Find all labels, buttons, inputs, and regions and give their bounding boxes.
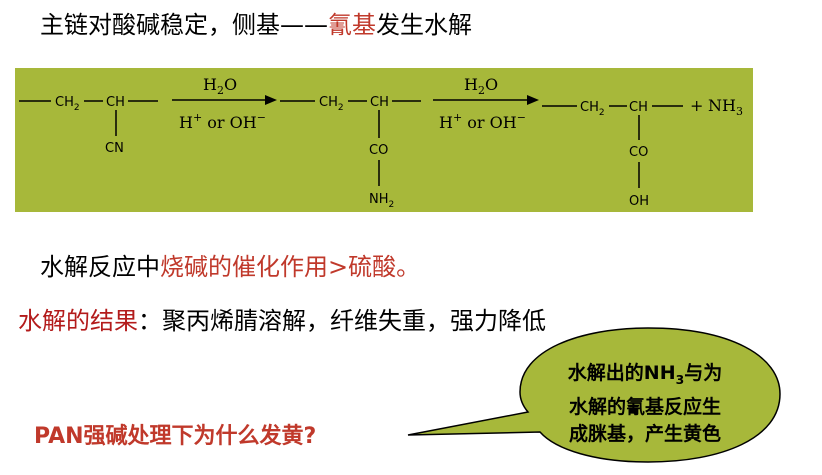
bubble-line1: 水解出的NH3与为 <box>567 362 723 387</box>
product-ch: CH <box>629 100 648 115</box>
heading-part1: 主链对酸碱稳定，侧基 <box>40 11 280 39</box>
reactant-cn: CN <box>105 141 124 156</box>
result-text: ：聚丙烯腈溶解，纤维失重，强力降低 <box>138 307 546 335</box>
catalysis-highlight: 烧碱的催化作用>硫酸。 <box>160 253 421 281</box>
svg-text:NH3: NH3 <box>708 96 743 118</box>
svg-text:NH2: NH2 <box>369 192 394 210</box>
product-co: CO <box>629 145 648 160</box>
question-text: PAN强碱处理下为什么发黄? <box>34 424 317 449</box>
heading: 主链对酸碱稳定，侧基——氰基发生水解 <box>40 8 472 42</box>
intermediate-co: CO <box>369 143 388 158</box>
bubble-line3: 成脒基，产生黄色 <box>568 422 721 445</box>
svg-text:CH2: CH2 <box>55 95 80 113</box>
bubble-text: 水解出的NH3与为 水解的氰基反应生 成脒基，产生黄色 <box>540 360 750 448</box>
product-oh: OH <box>629 194 649 209</box>
arrow-2: H2O H+ or OH− <box>433 75 539 132</box>
reaction-diagram: CH2 CH CN H2O H+ or OH− CH2 CH CO NH2 <box>19 75 743 210</box>
svg-text:CH2: CH2 <box>580 100 605 118</box>
svg-text:H+ or OH−: H+ or OH− <box>439 111 526 132</box>
result-label: 水解的结果 <box>18 307 138 335</box>
reaction-scheme: CH2 CH CN H2O H+ or OH− CH2 CH CO NH2 <box>15 68 753 212</box>
intermediate: CH2 CH CO NH2 <box>280 95 421 210</box>
catalysis-statement: 水解反应中烧碱的催化作用>硫酸。 <box>40 250 420 284</box>
heading-part2: 发生水解 <box>376 11 472 39</box>
svg-text:H+ or OH−: H+ or OH− <box>179 111 266 132</box>
heading-dash: —— <box>280 11 328 39</box>
product: CH2 CH CO OH + NH3 <box>542 96 743 209</box>
hydrolysis-result: 水解的结果：聚丙烯腈溶解，纤维失重，强力降低 <box>18 304 546 338</box>
svg-text:CH2: CH2 <box>319 95 344 113</box>
bubble-line2: 水解的氰基反应生 <box>568 395 721 418</box>
product-plus: + <box>690 96 703 115</box>
reactant: CH2 CH CN <box>19 95 158 156</box>
svg-text:H2O: H2O <box>203 75 237 97</box>
bubble-shape <box>407 327 781 463</box>
heading-highlight: 氰基 <box>328 11 376 39</box>
intermediate-ch: CH <box>370 95 389 110</box>
svg-text:H2O: H2O <box>464 75 498 97</box>
reactant-ch: CH <box>106 95 125 110</box>
catalysis-part1: 水解反应中 <box>40 253 160 281</box>
arrow-1: H2O H+ or OH− <box>172 75 277 132</box>
